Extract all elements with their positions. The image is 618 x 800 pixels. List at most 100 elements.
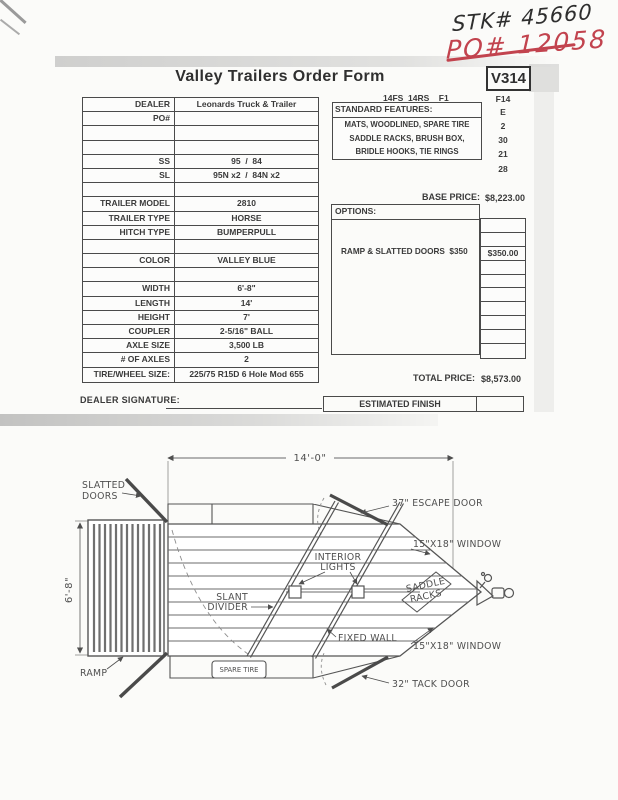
interior-light-square (351, 585, 365, 599)
price-cell (481, 233, 525, 247)
dim-height-label: 6'-8" (64, 577, 75, 603)
table-row: HITCH TYPE BUMPERPULL (83, 225, 318, 240)
escape-door-open-line (329, 493, 389, 527)
standard-features-title: STANDARD FEATURES: (333, 103, 481, 118)
feature-code: E (500, 107, 506, 117)
row-label (83, 239, 175, 254)
coupler-assembly (476, 571, 515, 607)
door-swing-arc (171, 529, 249, 655)
standard-features-box: STANDARD FEATURES: MATS, WOODLINED, SPAR… (332, 102, 482, 160)
slant-divider-label: DIVIDER (207, 602, 248, 613)
options-box: OPTIONS: RAMP & SLATTED DOORS $350 (331, 204, 480, 355)
row-label (83, 268, 175, 282)
spare-tire-box (211, 660, 267, 679)
price-cell (481, 302, 525, 317)
fixed-wall-label: FIXED WALL (338, 633, 397, 644)
dim-length-label: 14'-0" (293, 453, 326, 464)
scan-artifact-band (55, 56, 560, 67)
row-value: VALLEY BLUE (217, 255, 276, 266)
row-value (175, 268, 318, 281)
tack-door-label: 32" TACK DOOR (392, 679, 470, 690)
leader-line (298, 571, 326, 585)
leader-line (410, 627, 434, 645)
option-price-column: $350.00 (480, 218, 526, 359)
table-row (83, 268, 318, 283)
row-value: 6'-8" (237, 283, 256, 294)
spare-tire-label: SPARE TIRE (220, 666, 259, 674)
price-cell (481, 330, 525, 345)
row-label: PO# (83, 112, 175, 126)
dealer-signature-label: DEALER SIGNATURE: (80, 395, 180, 405)
leader-line (121, 492, 142, 498)
interior-lights-label: LIGHTS (320, 562, 356, 573)
price-cell (481, 275, 525, 289)
row-value: BUMPERPULL (216, 226, 277, 237)
leader-line (106, 656, 124, 670)
price-cell (481, 316, 525, 331)
row-value: 95N x2 / 84N x2 (213, 169, 280, 180)
total-price-value: $8,573.00 (481, 374, 522, 384)
row-label: DEALER (83, 98, 175, 112)
model-variants-line: 14FS 14RS F1 (383, 93, 449, 103)
row-label: COLOR (83, 254, 175, 268)
signature-line (166, 408, 322, 410)
total-price-label: TOTAL PRICE: (412, 373, 475, 383)
leader-line (349, 571, 358, 585)
saddle-racks-shape (401, 571, 452, 613)
table-row: PO# (83, 112, 318, 127)
estimated-finish-cell (477, 396, 524, 412)
table-row: SL 95N x2 / 84N x2 (83, 168, 318, 184)
roof-rib-lines (168, 536, 481, 642)
price-cell (481, 288, 525, 303)
slant-divider-label: SLANT (216, 592, 248, 603)
base-price-value: $8,223.00 (485, 193, 526, 203)
row-value: 2810 (237, 198, 256, 209)
row-label: AXLE SIZE (83, 339, 175, 353)
row-value (175, 183, 318, 196)
table-row (83, 239, 318, 255)
options-title: OPTIONS: (332, 205, 479, 220)
form-title: Valley Trailers Order Form (175, 68, 385, 85)
slant-divider-line (246, 500, 340, 658)
leader-line (326, 628, 337, 638)
feature-code: 2 (500, 121, 506, 131)
price-cell (481, 219, 525, 233)
feature-code: 30 (498, 135, 508, 145)
row-label: # OF AXLES (83, 353, 175, 367)
row-value: 2-5/16" BALL (219, 326, 274, 336)
leader-line (361, 674, 390, 684)
price-cell (481, 344, 525, 358)
interior-lights-label: INTERIOR (315, 552, 362, 563)
row-value: 14' (240, 297, 253, 308)
table-row: WIDTH 6'-8" (83, 282, 318, 297)
table-row: AXLE SIZE 3,500 LB (83, 339, 318, 354)
slatted-doors-label: SLATTED (82, 480, 125, 491)
row-value: 2 (244, 354, 249, 365)
door-swing-arc (320, 650, 327, 686)
row-label: WIDTH (83, 282, 175, 296)
table-row: # OF AXLES 2 (83, 353, 318, 368)
ramp-slats (92, 524, 162, 652)
trailer-body-outline (167, 523, 483, 657)
side-band-bottom (169, 655, 401, 679)
row-label: SL (83, 168, 175, 183)
escape-door-label: 37" ESCAPE DOOR (392, 498, 483, 509)
row-label (83, 126, 175, 140)
base-price-label: BASE PRICE: (421, 192, 480, 202)
row-value (175, 240, 318, 253)
door-swing-arc (317, 497, 325, 536)
row-label: HITCH TYPE (83, 225, 175, 239)
price-cell (481, 261, 525, 275)
option-line-item: RAMP & SLATTED DOORS $350 (341, 247, 468, 256)
row-value: 3,500 LB (229, 340, 264, 351)
row-value: 225/75 R15D 6 Hole Mod 655 (189, 368, 304, 379)
side-band-top (167, 503, 401, 525)
row-label: SS (83, 154, 175, 168)
